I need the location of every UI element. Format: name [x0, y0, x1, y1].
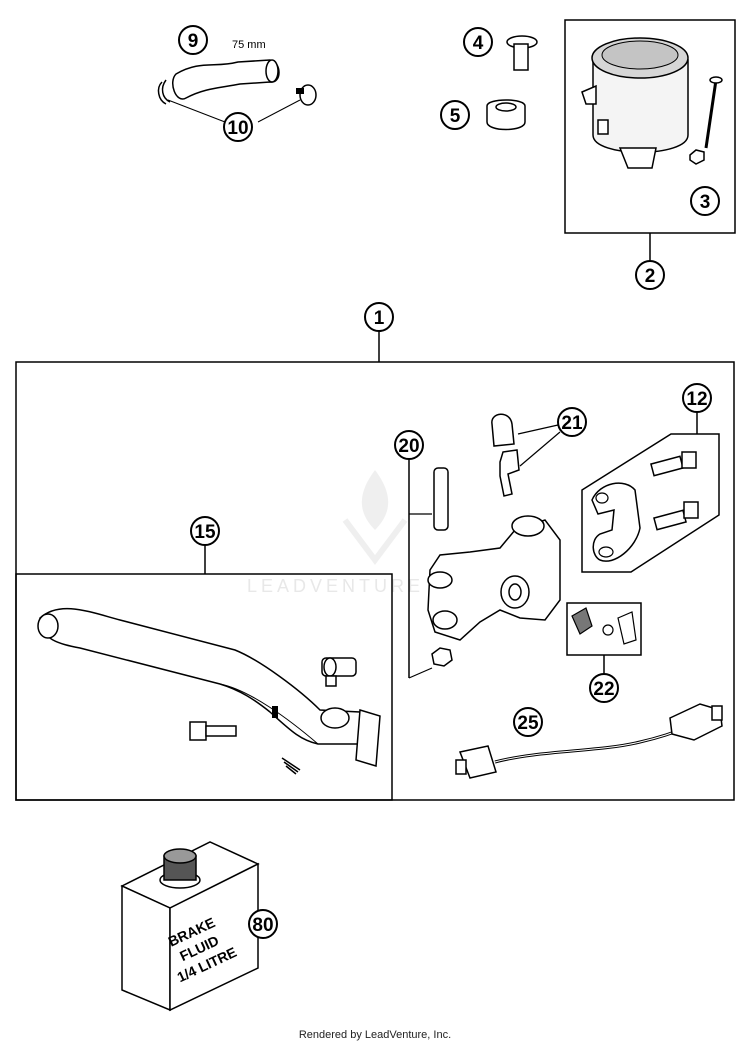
callout-9-label: 9	[188, 31, 199, 52]
callout-3[interactable]	[690, 186, 720, 216]
clamp-left	[157, 79, 171, 105]
callout-10[interactable]	[223, 112, 253, 142]
hose-length-label: 75 mm	[232, 39, 266, 51]
reservoir-bolt	[704, 79, 718, 149]
callout-5[interactable]	[440, 100, 470, 130]
watermark: LEADVENTURE	[247, 470, 424, 596]
hose-end	[265, 59, 279, 83]
callout-4[interactable]	[463, 27, 493, 57]
lever-frame	[15, 573, 393, 801]
callout-21-label: 21	[561, 413, 583, 434]
callout-1-label: 1	[374, 308, 385, 329]
callout-10-label: 10	[227, 118, 248, 139]
callout-9[interactable]	[178, 25, 208, 55]
clamp-group: 12	[581, 383, 720, 573]
bleeder-screw	[499, 449, 520, 497]
callout-25[interactable]	[513, 707, 543, 737]
callout-25-label: 25	[517, 713, 539, 734]
reservoir-group: 3 2	[564, 19, 736, 290]
callout-22-label: 22	[593, 679, 614, 700]
callout-3-label: 3	[700, 192, 711, 213]
lever-adjuster	[321, 657, 357, 687]
lever-spring	[281, 757, 301, 775]
bleeder-parts: 21	[491, 407, 587, 497]
hose-group: 9 75 mm 10	[157, 25, 317, 142]
brake-fluid-can: BRAKE FLUID 1/4 LITRE 80	[120, 841, 278, 1012]
can-cap	[163, 848, 197, 864]
lever-pivot	[320, 707, 350, 729]
watermark-text: LEADVENTURE	[247, 576, 424, 596]
callout-80[interactable]	[248, 909, 278, 939]
callout-4-label: 4	[473, 33, 484, 54]
footer-credit: Rendered by LeadVenture, Inc.	[298, 1029, 452, 1041]
bleeder-cap	[491, 413, 515, 447]
hose	[172, 59, 280, 100]
master-cylinder-body	[427, 515, 561, 641]
callout-5-label: 5	[450, 106, 461, 127]
clamp-bolt-upper	[650, 451, 697, 477]
clamp-frame	[581, 433, 720, 573]
screw-shank	[513, 43, 529, 71]
reservoir-nut	[689, 149, 705, 165]
clamp-bolt-lower	[653, 501, 699, 531]
callout-15-label: 15	[194, 522, 216, 543]
callout-22[interactable]	[589, 673, 619, 703]
can-front	[121, 884, 171, 1012]
brake-switch-cable: 25	[455, 703, 723, 779]
callout-80-label: 80	[252, 915, 273, 936]
callout-2-label: 2	[645, 266, 656, 287]
can-side	[169, 862, 259, 1012]
callout-12-label: 12	[686, 389, 707, 410]
watermark-flame-icon	[361, 470, 389, 530]
callout-2[interactable]	[635, 260, 665, 290]
pivot-pin	[433, 467, 449, 531]
master-cylinder-assembly: 1 15 20	[15, 302, 735, 801]
lever-bolt	[189, 721, 237, 741]
brake-lever	[37, 607, 381, 767]
watermark-v-icon	[342, 518, 408, 565]
callout-15[interactable]	[190, 516, 220, 546]
switch-parts-group: 22	[566, 602, 642, 703]
cable-connector	[669, 703, 723, 741]
reservoir-screw-group: 4 5	[440, 27, 538, 131]
clamp-right	[296, 84, 317, 106]
callout-20-label: 20	[398, 436, 419, 457]
pivot-nut	[431, 647, 453, 667]
callout-21[interactable]	[557, 407, 587, 437]
